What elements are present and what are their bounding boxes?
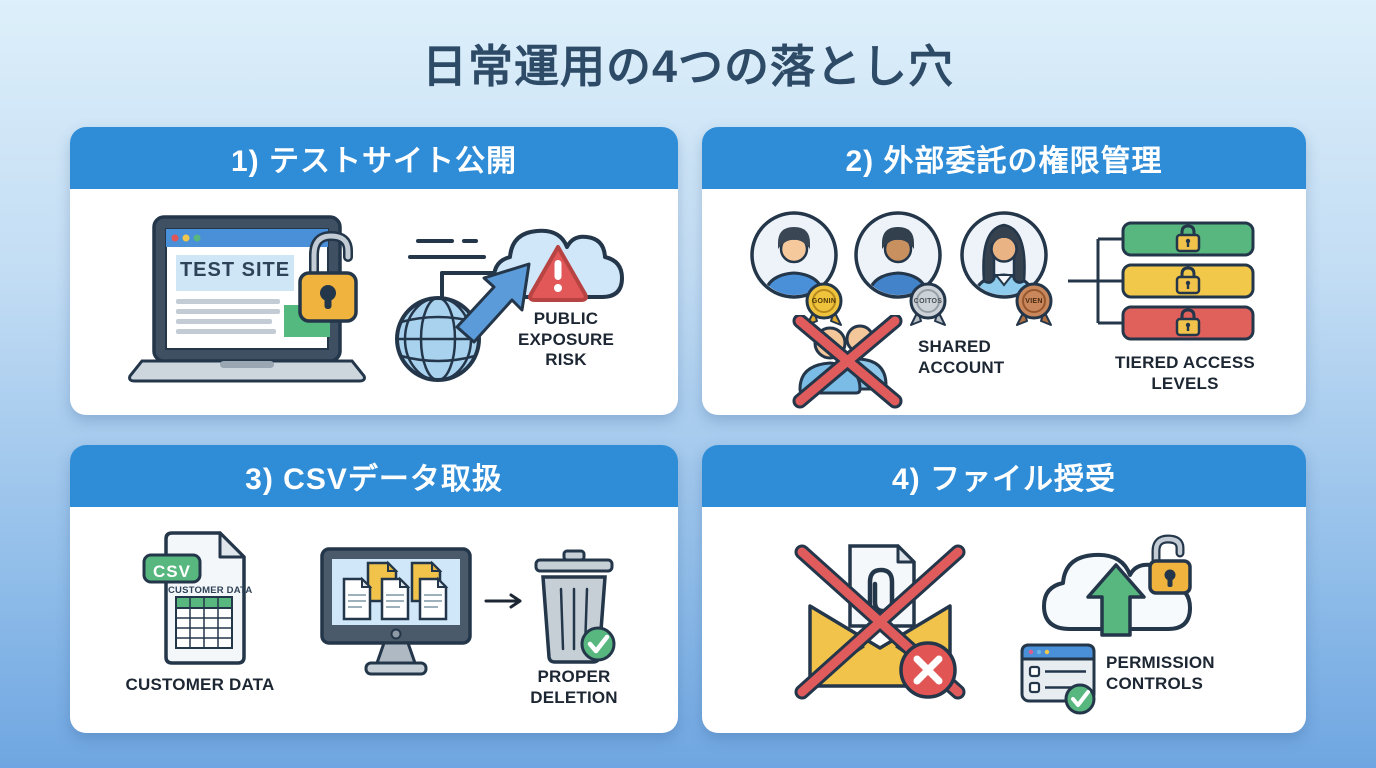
monitor-files-icon bbox=[320, 547, 472, 676]
laptop-browser-icon bbox=[128, 215, 366, 383]
panel-4-header: 4) ファイル授受 bbox=[702, 445, 1306, 507]
panel-3-header: 3) CSVデータ取扱 bbox=[70, 445, 678, 507]
avatar-gold-medal-icon bbox=[750, 211, 843, 326]
globe-cloud-warning-icon bbox=[395, 228, 624, 382]
no-email-attachment-icon bbox=[794, 544, 966, 700]
tiered-access-bars-icon bbox=[1068, 221, 1255, 341]
panel-4-body: PERMISSION CONTROLS bbox=[702, 507, 1306, 733]
cloud-upload-lock-icon bbox=[1042, 534, 1192, 637]
right-arrow-icon bbox=[484, 593, 522, 609]
badge-label-editor: COITOS bbox=[913, 298, 943, 305]
test-site-label: TEST SITE bbox=[179, 259, 291, 281]
warning-triangle-icon bbox=[528, 245, 588, 302]
panel-permission-management: 2) 外部委託の権限管理 bbox=[702, 127, 1306, 415]
panel-csv-handling: 3) CSVデータ取扱 CSV CUSTOMER DATA CUSTOMER D… bbox=[70, 445, 678, 733]
tiered-access-levels-label: TIERED ACCESS LEVELS bbox=[1115, 353, 1255, 393]
white-doc-icon bbox=[342, 576, 449, 621]
proper-deletion-label: PROPER DELETION bbox=[530, 667, 618, 707]
paperclip-icon bbox=[867, 567, 895, 614]
lock-icon bbox=[1175, 266, 1201, 295]
panel-1-header: 1) テストサイト公開 bbox=[70, 127, 678, 189]
lock-icon bbox=[1175, 224, 1201, 253]
no-shared-account-icon bbox=[792, 315, 903, 409]
open-padlock-icon bbox=[1148, 534, 1192, 595]
public-exposure-risk-label: PUBLIC EXPOSURE RISK bbox=[517, 309, 615, 370]
permission-controls-label: PERMISSION CONTROLS bbox=[1106, 653, 1215, 693]
csv-badge-icon bbox=[142, 553, 202, 584]
csv-file-icon bbox=[142, 531, 246, 665]
avatar-editor: COITOS bbox=[854, 209, 954, 327]
badge-label-viewer: VIEN bbox=[1025, 298, 1043, 305]
customer-data-caption: CUSTOMER DATA bbox=[125, 675, 275, 694]
avatar-silver-medal-icon bbox=[854, 211, 947, 326]
permissions-window-icon bbox=[1020, 643, 1096, 715]
check-circle-icon bbox=[580, 626, 616, 662]
shared-account-label: SHARED ACCOUNT bbox=[918, 337, 1005, 377]
doc-header-label: CUSTOMER DATA bbox=[168, 585, 253, 596]
csv-badge-label: CSV bbox=[153, 562, 191, 581]
panel-1-body: TEST SITE bbox=[70, 189, 678, 415]
badge-label-admin: GONIN bbox=[811, 298, 837, 305]
avatar-admin: GONIN bbox=[750, 209, 850, 327]
red-x-icon bbox=[792, 315, 903, 409]
panel-3-body: CSV CUSTOMER DATA CUSTOMER DATA bbox=[70, 507, 678, 733]
avatar-viewer: VIEN bbox=[960, 209, 1060, 327]
speed-lines-icon bbox=[408, 239, 500, 303]
lock-icon bbox=[1175, 308, 1201, 337]
upload-arrow-icon bbox=[1086, 563, 1146, 637]
panel-test-site: 1) テストサイト公開 bbox=[70, 127, 678, 415]
avatar-bronze-medal-icon bbox=[960, 211, 1053, 326]
panel-2-header: 2) 外部委託の権限管理 bbox=[702, 127, 1306, 189]
error-circle-icon bbox=[899, 641, 957, 699]
page-title: 日常運用の4つの落とし穴 bbox=[421, 41, 955, 92]
trash-can-icon bbox=[534, 549, 616, 664]
check-circle-icon bbox=[1064, 683, 1096, 715]
panel-file-exchange: 4) ファイル授受 bbox=[702, 445, 1306, 733]
up-arrow-icon bbox=[455, 262, 531, 344]
open-padlock-icon bbox=[298, 230, 358, 323]
panel-2-body: GONIN bbox=[702, 189, 1306, 415]
silver-medal-icon bbox=[909, 282, 947, 326]
bronze-medal-icon bbox=[1015, 282, 1053, 326]
